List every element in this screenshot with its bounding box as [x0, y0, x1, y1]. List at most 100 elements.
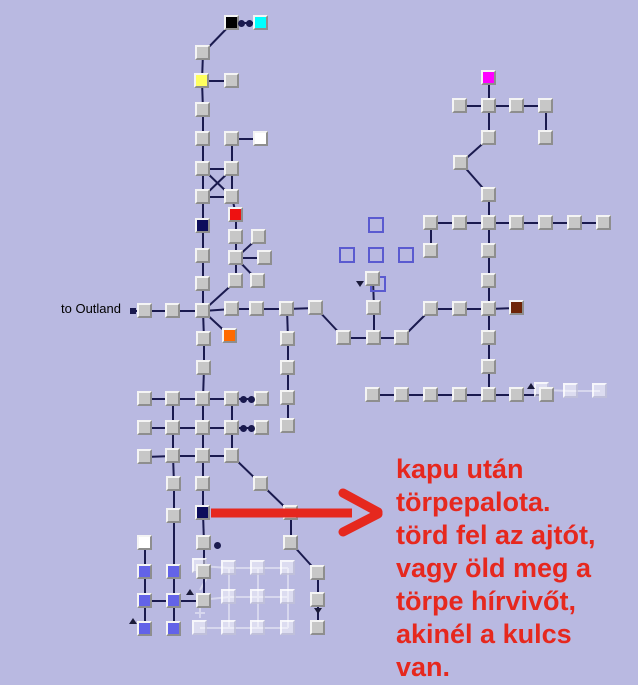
map-room[interactable]: [195, 161, 210, 176]
map-room[interactable]: [423, 387, 438, 402]
map-room[interactable]: [453, 155, 468, 170]
map-room[interactable]: [195, 131, 210, 146]
map-room[interactable]: [195, 303, 210, 318]
map-room[interactable]: [222, 328, 237, 343]
map-room[interactable]: [452, 98, 467, 113]
map-room[interactable]: [224, 391, 239, 406]
map-room[interactable]: [481, 187, 496, 202]
map-room[interactable]: [538, 130, 553, 145]
map-room[interactable]: [366, 330, 381, 345]
map-room[interactable]: [310, 620, 325, 635]
map-room[interactable]: [310, 592, 325, 607]
map-room[interactable]: [137, 420, 152, 435]
map-room[interactable]: [365, 387, 380, 402]
map-room[interactable]: [196, 331, 211, 346]
map-room[interactable]: [254, 391, 269, 406]
map-room[interactable]: [336, 330, 351, 345]
map-room[interactable]: [423, 301, 438, 316]
map-room[interactable]: [166, 621, 181, 636]
map-room[interactable]: [166, 564, 181, 579]
map-room[interactable]: [165, 391, 180, 406]
map-room[interactable]: [137, 564, 152, 579]
map-room[interactable]: [195, 505, 210, 520]
map-room[interactable]: [165, 303, 180, 318]
map-room[interactable]: [195, 189, 210, 204]
map-room[interactable]: [224, 420, 239, 435]
map-room[interactable]: [481, 273, 496, 288]
map-room[interactable]: [253, 15, 268, 30]
map-room[interactable]: [195, 218, 210, 233]
map-room[interactable]: [196, 564, 211, 579]
map-room[interactable]: [481, 98, 496, 113]
map-room[interactable]: [280, 418, 295, 433]
map-room[interactable]: [224, 161, 239, 176]
map-room[interactable]: [481, 215, 496, 230]
map-room[interactable]: [224, 301, 239, 316]
map-room[interactable]: [423, 243, 438, 258]
map-room[interactable]: [366, 300, 381, 315]
map-room[interactable]: [481, 387, 496, 402]
map-room[interactable]: [224, 189, 239, 204]
map-room[interactable]: [253, 131, 268, 146]
map-room[interactable]: [538, 215, 553, 230]
map-room[interactable]: [596, 215, 611, 230]
map-room[interactable]: [539, 387, 554, 402]
map-room[interactable]: [509, 387, 524, 402]
map-room[interactable]: [509, 300, 524, 315]
map-room[interactable]: [137, 593, 152, 608]
map-room[interactable]: [195, 276, 210, 291]
map-room[interactable]: [194, 73, 209, 88]
map-room[interactable]: [394, 387, 409, 402]
map-room[interactable]: [279, 301, 294, 316]
map-room[interactable]: [195, 248, 210, 263]
map-room[interactable]: [137, 449, 152, 464]
map-room[interactable]: [251, 229, 266, 244]
map-room[interactable]: [196, 360, 211, 375]
map-room[interactable]: [195, 448, 210, 463]
map-room[interactable]: [224, 131, 239, 146]
map-room[interactable]: [166, 593, 181, 608]
map-room[interactable]: [228, 273, 243, 288]
map-room[interactable]: [509, 215, 524, 230]
map-room[interactable]: [481, 359, 496, 374]
map-room[interactable]: [166, 508, 181, 523]
map-room[interactable]: [195, 102, 210, 117]
map-room[interactable]: [196, 593, 211, 608]
map-room[interactable]: [365, 271, 380, 286]
map-room[interactable]: [280, 390, 295, 405]
map-room[interactable]: [567, 215, 582, 230]
map-room[interactable]: [137, 621, 152, 636]
map-room[interactable]: [423, 215, 438, 230]
map-room[interactable]: [137, 303, 152, 318]
map-room[interactable]: [224, 73, 239, 88]
map-room[interactable]: [481, 243, 496, 258]
map-room[interactable]: [253, 476, 268, 491]
map-room[interactable]: [452, 387, 467, 402]
map-room[interactable]: [228, 250, 243, 265]
map-room[interactable]: [195, 391, 210, 406]
map-room[interactable]: [280, 360, 295, 375]
map-room[interactable]: [228, 229, 243, 244]
map-room[interactable]: [283, 535, 298, 550]
map-room[interactable]: [166, 476, 181, 491]
map-room[interactable]: [195, 476, 210, 491]
map-room[interactable]: [538, 98, 553, 113]
map-room[interactable]: [165, 420, 180, 435]
map-room[interactable]: [452, 215, 467, 230]
map-room[interactable]: [165, 448, 180, 463]
map-room[interactable]: [257, 250, 272, 265]
map-room[interactable]: [280, 331, 295, 346]
map-room[interactable]: [310, 565, 325, 580]
map-room[interactable]: [509, 98, 524, 113]
map-room[interactable]: [137, 535, 152, 550]
map-room[interactable]: [481, 330, 496, 345]
map-room[interactable]: [224, 448, 239, 463]
map-room[interactable]: [250, 273, 265, 288]
map-room[interactable]: [254, 420, 269, 435]
map-room[interactable]: [196, 535, 211, 550]
map-room[interactable]: [195, 420, 210, 435]
map-room[interactable]: [394, 330, 409, 345]
map-room[interactable]: [452, 301, 467, 316]
map-room[interactable]: [481, 301, 496, 316]
map-room[interactable]: [481, 70, 496, 85]
